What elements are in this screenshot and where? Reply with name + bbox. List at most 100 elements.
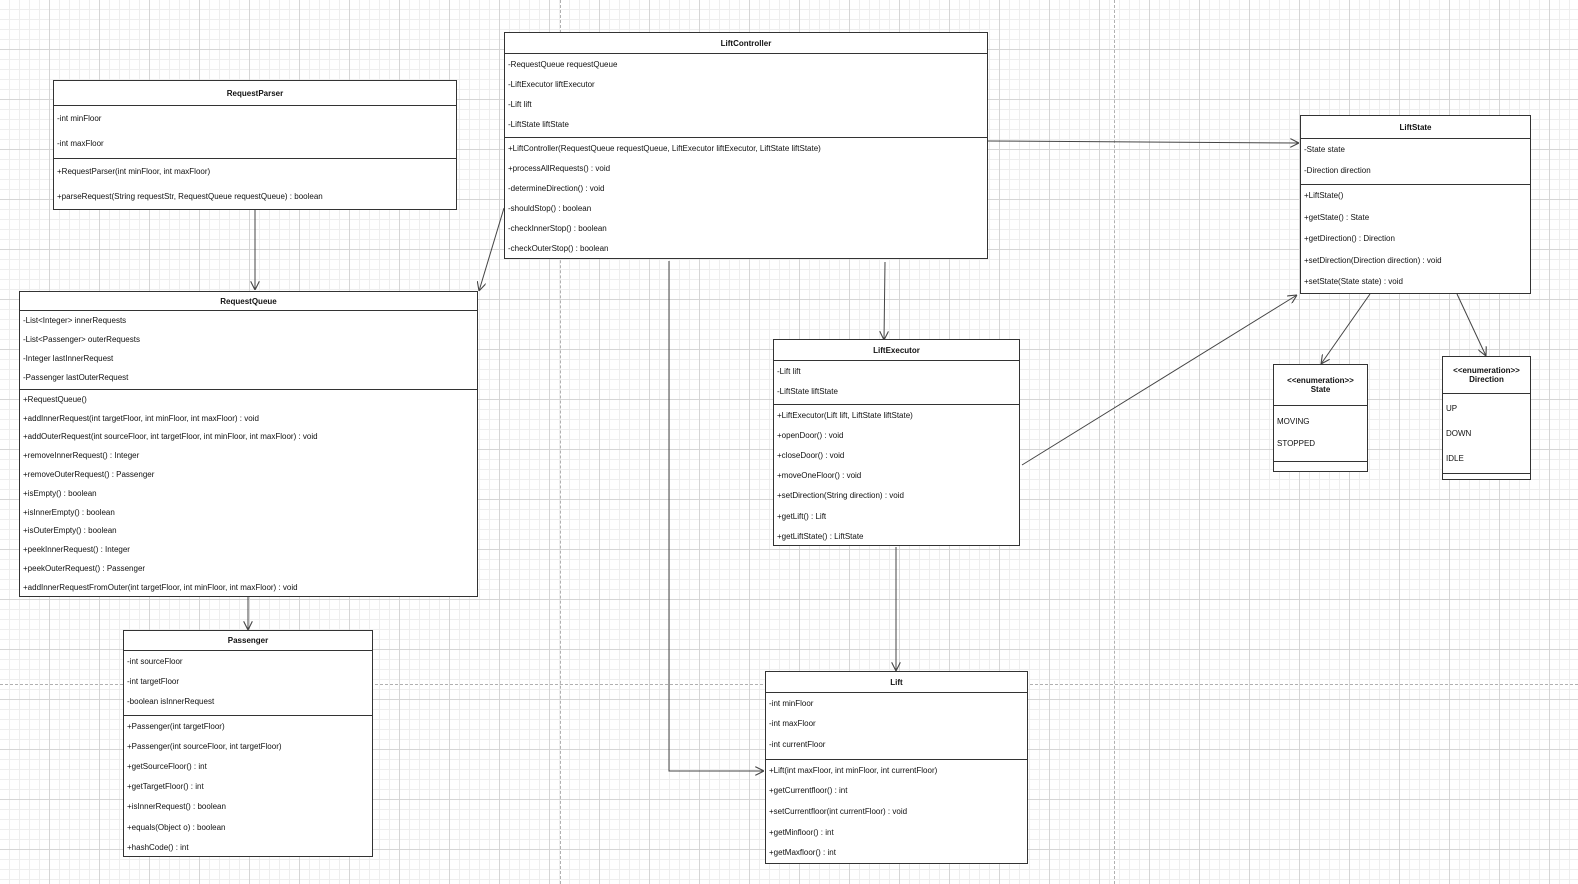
attribute: -List<Integer> innerRequests — [23, 316, 127, 325]
methods-section: +RequestParser(int minFloor, int maxFloo… — [54, 159, 456, 209]
method: +removeInnerRequest() : Integer — [23, 451, 140, 461]
attribute: -RequestQueue requestQueue — [508, 59, 618, 69]
attribute: -List<Passenger> outerRequests — [23, 335, 140, 344]
method: +getMaxfloor() : int — [769, 848, 836, 858]
method: +RequestQueue() — [23, 394, 87, 404]
method: +isOuterEmpty() : boolean — [23, 526, 117, 536]
methods-section: +LiftState() +getState() : State +getDir… — [1301, 185, 1530, 293]
method: +Passenger(int targetFloor) — [127, 721, 225, 731]
class-name: LiftController — [505, 33, 987, 54]
method: -shouldStop() : boolean — [508, 203, 592, 213]
enum-value: UP — [1446, 404, 1458, 413]
enum-stereotype: <<enumeration>> — [1287, 376, 1354, 385]
class-lift-controller[interactable]: LiftController -RequestQueue requestQueu… — [504, 32, 988, 259]
method: +addInnerRequestFromOuter(int targetFloo… — [23, 582, 298, 592]
method: +isInnerRequest() : boolean — [127, 802, 226, 812]
class-name: LiftExecutor — [774, 340, 1019, 361]
method: +setCurrentfloor(int currentFloor) : voi… — [769, 806, 908, 816]
enum-value: MOVING — [1277, 416, 1310, 426]
attribute: -int targetFloor — [127, 676, 180, 686]
method: +LiftController(RequestQueue requestQueu… — [508, 143, 821, 153]
methods-section: +RequestQueue() +addInnerRequest(int tar… — [20, 390, 477, 596]
attribute: -State state — [1304, 145, 1345, 154]
attributes-section: -State state -Direction direction — [1301, 139, 1530, 185]
method: -checkInnerStop() : boolean — [508, 223, 607, 233]
page-break-vertical — [1114, 0, 1115, 884]
class-request-parser[interactable]: RequestParser -int minFloor -int maxFloo… — [53, 80, 457, 210]
association-liftcontroller-requestqueue[interactable] — [479, 207, 505, 291]
attribute: -Direction direction — [1304, 166, 1371, 175]
method: +getState() : State — [1304, 212, 1370, 222]
attribute: -int maxFloor — [57, 139, 104, 148]
enum-direction[interactable]: <<enumeration>> Direction UP DOWN IDLE — [1442, 356, 1531, 480]
class-lift[interactable]: Lift -int minFloor -int maxFloor -int cu… — [765, 671, 1028, 864]
method: +closeDoor() : void — [777, 450, 845, 460]
association-liftcontroller-lift[interactable] — [668, 261, 764, 771]
method: +addInnerRequest(int targetFloor, int mi… — [23, 413, 259, 423]
method: +hashCode() : int — [127, 842, 189, 852]
enum-name: State — [1310, 385, 1331, 394]
method: +peekInnerRequest() : Integer — [23, 545, 130, 555]
attribute: -int currentFloor — [769, 739, 826, 749]
method: +openDoor() : void — [777, 430, 844, 440]
method: +getLiftState() : LiftState — [777, 531, 864, 541]
association-liftstate-state[interactable] — [1321, 293, 1371, 364]
enum-header: <<enumeration>> State — [1274, 365, 1367, 406]
method: +getLift() : Lift — [777, 511, 827, 521]
method: +equals(Object o) : boolean — [127, 822, 226, 832]
attributes-section: -List<Integer> innerRequests -List<Passe… — [20, 311, 477, 390]
method: +peekOuterRequest() : Passenger — [23, 564, 146, 574]
method: -checkOuterStop() : boolean — [508, 243, 609, 253]
enum-methods-section — [1443, 474, 1530, 479]
attributes-section: -int sourceFloor -int targetFloor -boole… — [124, 651, 372, 716]
method: +setDirection(Direction direction) : voi… — [1304, 255, 1442, 265]
method: +getCurrentfloor() : int — [769, 786, 848, 796]
association-liftstate-direction[interactable] — [1456, 293, 1486, 356]
method: +parseRequest(String requestStr, Request… — [57, 192, 323, 201]
association-liftcontroller-liftexecutor[interactable] — [884, 261, 885, 340]
attribute: -boolean isInnerRequest — [127, 696, 215, 706]
attribute: -Passenger lastOuterRequest — [23, 373, 129, 382]
attribute: -Lift lift — [777, 366, 801, 376]
method: +RequestParser(int minFloor, int maxFloo… — [57, 167, 211, 176]
class-name: Lift — [766, 672, 1027, 693]
association-liftcontroller-liftstate[interactable] — [987, 141, 1299, 143]
enum-state[interactable]: <<enumeration>> State MOVING STOPPED — [1273, 364, 1368, 472]
attribute: -LiftState liftState — [777, 386, 838, 396]
attribute: -int sourceFloor — [127, 656, 183, 666]
enum-values-section: UP DOWN IDLE — [1443, 394, 1530, 474]
method: -determineDirection() : void — [508, 183, 605, 193]
attribute: -Integer lastInnerRequest — [23, 354, 114, 363]
method: +LiftExecutor(Lift lift, LiftState liftS… — [777, 410, 913, 420]
method: +isEmpty() : boolean — [23, 488, 97, 498]
enum-value: DOWN — [1446, 429, 1472, 438]
method: +getTargetFloor() : int — [127, 782, 204, 792]
enum-values-section: MOVING STOPPED — [1274, 406, 1367, 462]
method: +setDirection(String direction) : void — [777, 491, 904, 501]
methods-section: +Passenger(int targetFloor) +Passenger(i… — [124, 716, 372, 856]
method: +addOuterRequest(int sourceFloor, int ta… — [23, 432, 318, 442]
class-request-queue[interactable]: RequestQueue -List<Integer> innerRequest… — [19, 291, 478, 597]
method: +removeOuterRequest() : Passenger — [23, 470, 155, 480]
method: +setState(State state) : void — [1304, 277, 1403, 287]
attribute: -int maxFloor — [769, 719, 816, 729]
page-break-vertical — [560, 0, 561, 884]
enum-methods-section — [1274, 462, 1367, 468]
attributes-section: -Lift lift -LiftState liftState — [774, 361, 1019, 405]
method: +getMinfloor() : int — [769, 827, 834, 837]
class-passenger[interactable]: Passenger -int sourceFloor -int targetFl… — [123, 630, 373, 857]
methods-section: +LiftExecutor(Lift lift, LiftState liftS… — [774, 405, 1019, 545]
attributes-section: -int minFloor -int maxFloor -int current… — [766, 693, 1027, 760]
association-liftexecutor-liftstate[interactable] — [1021, 295, 1297, 466]
enum-value: IDLE — [1446, 454, 1464, 463]
method: +getSourceFloor() : int — [127, 761, 207, 771]
enum-stereotype: <<enumeration>> — [1453, 366, 1520, 375]
attributes-section: -RequestQueue requestQueue -LiftExecutor… — [505, 54, 987, 138]
class-lift-executor[interactable]: LiftExecutor -Lift lift -LiftState liftS… — [773, 339, 1020, 546]
attribute: -LiftExecutor liftExecutor — [508, 79, 595, 89]
class-lift-state[interactable]: LiftState -State state -Direction direct… — [1300, 115, 1531, 294]
method: +processAllRequests() : void — [508, 163, 611, 173]
attribute: -int minFloor — [769, 698, 814, 708]
